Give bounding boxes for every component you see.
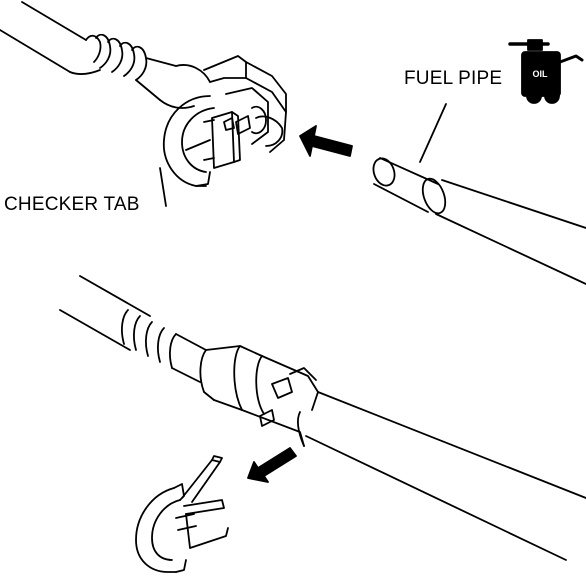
- oil-icon-text: OIL: [533, 69, 549, 79]
- checker-tab-leader: [159, 167, 167, 207]
- arrow-down-left-icon: [247, 447, 297, 483]
- oil-can-icon: OIL: [508, 39, 584, 104]
- fuel-pipe: [372, 103, 586, 285]
- fuel-pipe-leader: [419, 103, 447, 163]
- top-connector-body: [203, 55, 287, 153]
- top-hose: [0, 1, 211, 109]
- bottom-connector-body: [199, 345, 319, 447]
- bottom-pipe: [305, 391, 586, 561]
- fuel-pipe-label: FUEL PIPE: [404, 68, 503, 89]
- top-checker-tab: [163, 95, 241, 187]
- bottom-hose: [59, 275, 207, 383]
- arrow-right-icon: [299, 125, 353, 157]
- checker-tab-label: CHECKER TAB: [4, 194, 140, 215]
- removed-checker-tab: [135, 455, 229, 573]
